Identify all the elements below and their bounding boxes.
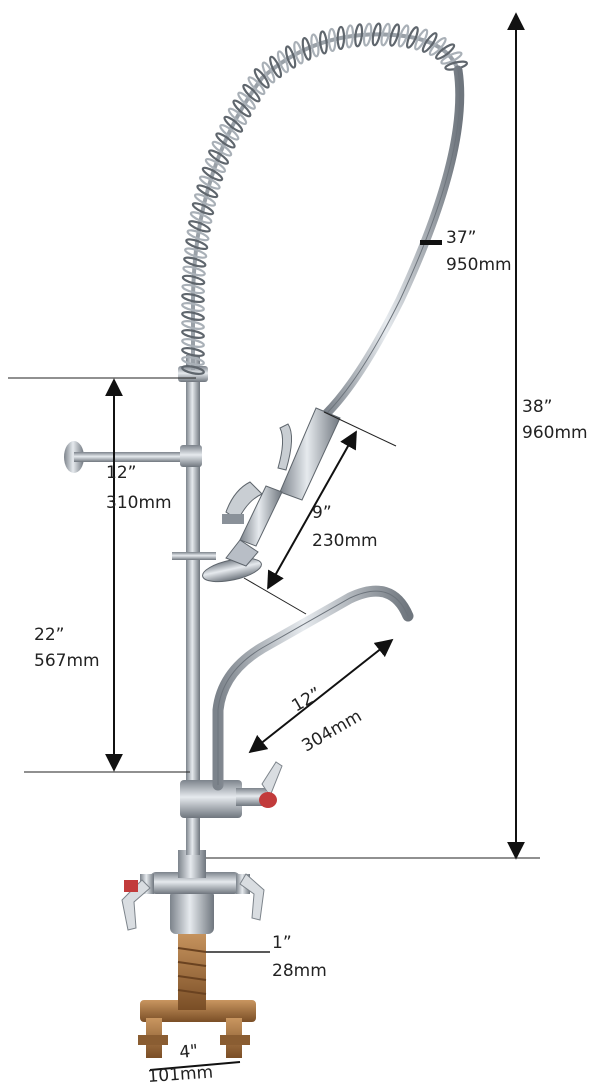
spring-loop [223,115,244,133]
spring-loop [211,140,233,157]
spring-loop [389,23,401,47]
hook-clip [172,552,216,560]
right-handle [236,873,265,921]
spring-loop [397,24,410,48]
spring-loop [189,211,213,224]
spring-loop [440,51,463,65]
spring-loop [181,292,205,304]
spring-loop [380,22,391,47]
spring-loop [181,365,205,375]
centers-mm: 101mm [147,1062,214,1086]
spring-loop [186,229,210,242]
spring-loop [318,30,328,55]
spring-loop [181,347,205,357]
spout-reach-mm: 304mm [299,706,366,756]
dimension-lines [8,12,540,1071]
spray-head-in: 9” [312,503,332,523]
bracket-height-in: 12” [106,463,136,483]
spring-loop [237,91,256,110]
spring-loop [181,302,205,312]
mixer-body [150,850,240,934]
spring-loop [354,23,364,48]
spring-loop [193,193,217,207]
bracket-height-mm: 310mm [106,493,172,513]
spring-loop [204,158,227,173]
spout-reach-dimension [248,638,394,754]
spring-loop [310,33,320,58]
spring-loop [261,61,276,84]
spring-loop [191,202,215,216]
faucet-height-mm: 567mm [34,651,100,671]
spring-coil [181,22,468,375]
deck-plate [138,1000,256,1058]
left-handle [121,874,154,931]
spring-loop [181,274,206,286]
spring-loop [336,25,346,51]
spring-loop [301,36,312,61]
spring-loop [242,83,261,103]
spring-loop [185,238,209,251]
spray-head-mm: 230mm [312,531,378,551]
centers-in: 4" [178,1041,199,1063]
spring-loop [182,265,206,277]
spring-loop [196,184,219,199]
spring-loop [215,132,236,149]
spring-loop [198,175,221,190]
spring-loop [184,247,208,259]
spring-loop [362,22,373,47]
spring-loop [406,26,419,49]
total-height-in: 38” [522,397,552,417]
spring-loop [181,283,206,295]
spring-loop [208,149,230,165]
hose-tick [420,240,442,245]
spring-loop [181,338,205,348]
spring-loop [247,76,266,96]
spring-loop [428,36,447,56]
centers-dimension [149,1061,241,1071]
spring-loop [181,329,205,339]
spring-core [191,32,460,370]
spring-loop [227,107,248,125]
spring-loop [414,28,429,51]
dimension-labels: 37” 950mm 38” 960mm 12” 310mm 9” 230mm 2… [34,228,588,1087]
hose-length-mm: 950mm [446,255,512,275]
spring-loop [293,40,304,65]
inlet-in: 1” [272,933,292,953]
spring-loop [181,311,205,321]
inlet-mm: 28mm [272,961,327,981]
spring-loop [276,50,290,74]
spout-reach-in: 12” [289,684,325,717]
faucet-illustration [64,22,468,1058]
wall-bracket [64,441,202,473]
spring-loop [327,27,337,53]
spring-loop [435,43,456,60]
spring-loop [181,356,205,366]
spring-loop [371,22,382,47]
pot-filler-valve [180,761,283,818]
spring-loop [284,45,297,69]
spring-loop [183,256,207,268]
spring-loop [345,24,355,49]
spring-loop [421,32,438,53]
spring-loop [232,99,252,118]
spring-loop [219,123,240,141]
spring-loop [188,220,211,233]
spray-head-dimension [267,430,357,590]
hose-length-in: 37” [446,228,476,248]
total-height-mm: 960mm [522,423,588,443]
faucet-height-in: 22” [34,625,64,645]
spring-loop [269,55,283,79]
spring-loop [181,320,205,330]
spring-loop [201,166,224,182]
riser-pipe [186,355,200,855]
inlet-shank [178,930,206,1010]
spring-loop [253,68,270,89]
